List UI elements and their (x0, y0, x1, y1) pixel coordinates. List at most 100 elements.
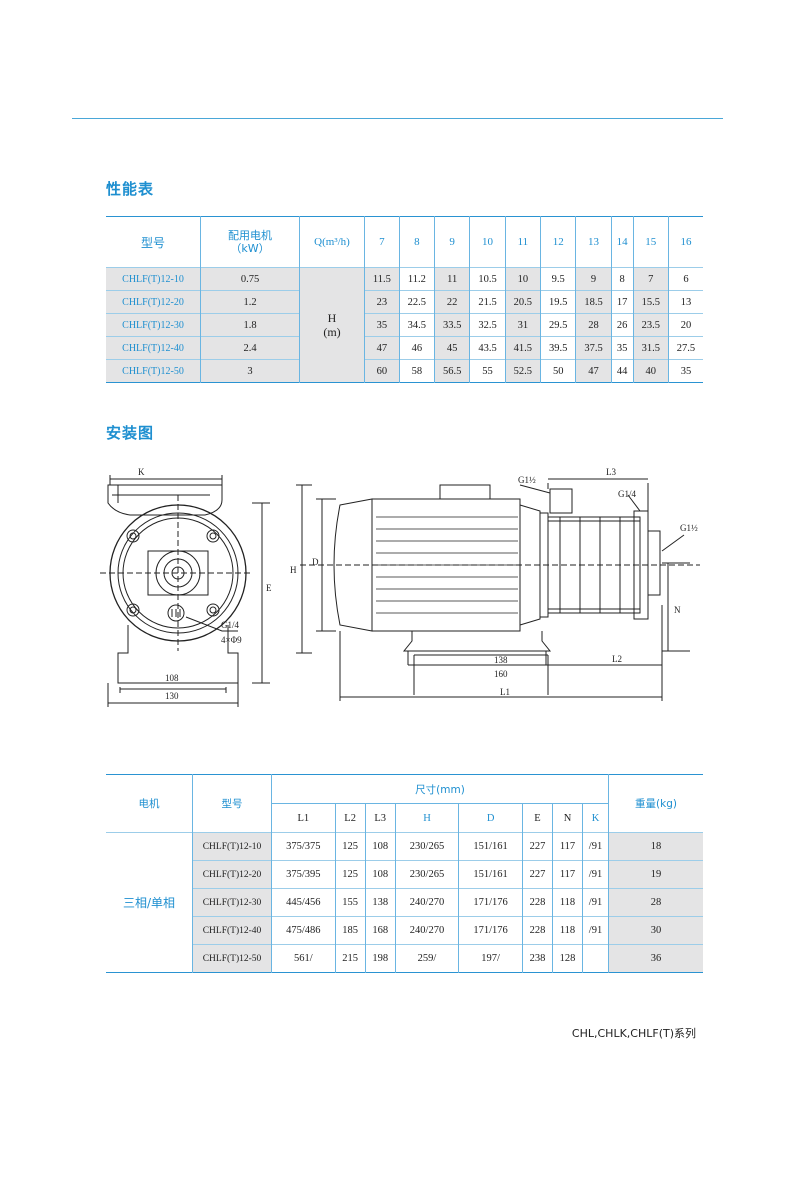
dim-l2: 125 (334, 832, 366, 861)
head-value: 11 (433, 267, 470, 291)
dim-e: 227 (521, 832, 553, 861)
row-model: CHLF(T)12-40 (192, 916, 272, 945)
sub-header-e: E (521, 803, 553, 833)
flow-16: 16 (667, 216, 703, 268)
label-d: D (312, 557, 319, 567)
head-value: 18.5 (575, 290, 612, 314)
head-value: 35 (364, 313, 400, 337)
head-value: 33.5 (433, 313, 470, 337)
head-value: 34.5 (398, 313, 435, 337)
installation-drawing: K E G1/4 4×Φ9 108 130 H D G1½ (100, 467, 700, 707)
dim-l3: 108 (364, 860, 396, 889)
header-motor: 电机 (138, 798, 160, 810)
flow-7: 7 (364, 216, 400, 268)
head-value: 20 (667, 313, 703, 337)
dim-k: /91 (582, 860, 609, 889)
phase-label: 三相/单相 (106, 832, 193, 973)
dim-e: 238 (521, 944, 553, 973)
flow-11: 11 (504, 216, 541, 268)
label-k: K (138, 467, 145, 477)
header-size: 尺寸(mm) (271, 774, 609, 804)
dim-d: 151/161 (458, 832, 523, 861)
head-value: 31.5 (632, 336, 669, 360)
label-holes: 4×Φ9 (221, 635, 242, 645)
dim-n: 118 (551, 916, 583, 945)
head-value: 46 (398, 336, 435, 360)
head-value: 47 (575, 359, 612, 383)
head-value: 52.5 (504, 359, 541, 383)
row-weight: 18 (608, 832, 703, 861)
label-138: 138 (494, 655, 508, 665)
flow-14: 14 (610, 216, 634, 268)
head-value: 44 (610, 359, 634, 383)
dimension-table: 电机 型号 尺寸(mm) 重量(kg) L1 L2 L3 H D E N K 三… (106, 774, 703, 973)
label-l3: L3 (606, 467, 616, 477)
dim-l3: 108 (364, 832, 396, 861)
label-l1: L1 (500, 687, 510, 697)
header-model: 型号 (192, 774, 272, 833)
head-value: 50 (540, 359, 576, 383)
row-weight: 30 (608, 916, 703, 945)
row-model: CHLF(T)12-50 (106, 359, 201, 383)
row-weight: 28 (608, 888, 703, 917)
head-value: 13 (667, 290, 703, 314)
head-value: 8 (610, 267, 634, 291)
label-g112-top: G1½ (518, 475, 536, 485)
label-e: E (266, 583, 272, 593)
sub-header-l2: L2 (334, 803, 366, 833)
row-model: CHLF(T)12-20 (106, 290, 201, 314)
head-value: 39.5 (540, 336, 576, 360)
head-value: 11.5 (364, 267, 400, 291)
head-value: 58 (398, 359, 435, 383)
head-value: 7 (632, 267, 669, 291)
head-value: 22.5 (398, 290, 435, 314)
header-flow: Q(m³/h) (299, 216, 365, 268)
dim-l1: 375/375 (271, 832, 336, 861)
sub-header-h: H (394, 803, 459, 833)
head-value: 9.5 (540, 267, 576, 291)
head-value: 15.5 (632, 290, 669, 314)
head-value: 9 (575, 267, 612, 291)
header-model: 型号 (140, 235, 165, 250)
head-value: 19.5 (540, 290, 576, 314)
row-model: CHLF(T)12-40 (106, 336, 201, 360)
sub-header-k: K (582, 803, 609, 833)
dim-k: /91 (582, 832, 609, 861)
row-power: 2.4 (200, 336, 300, 360)
row-model: CHLF(T)12-50 (192, 944, 272, 973)
header-motor: 配用电机 （kW） (200, 216, 300, 268)
header-weight: 重量(kg) (608, 774, 703, 833)
dim-n: 117 (551, 860, 583, 889)
sub-header-d: D (458, 803, 523, 833)
sub-header-l3: L3 (364, 803, 396, 833)
row-power: 0.75 (200, 267, 300, 291)
row-power: 1.2 (200, 290, 300, 314)
label-108: 108 (165, 673, 179, 683)
head-value: 31 (504, 313, 541, 337)
dim-h: 240/270 (394, 888, 459, 917)
head-value: 22 (433, 290, 470, 314)
head-value: 23 (364, 290, 400, 314)
sub-header-l1: L1 (271, 803, 336, 833)
head-value: 26 (610, 313, 634, 337)
dim-l2: 215 (334, 944, 366, 973)
dim-h: 230/265 (394, 832, 459, 861)
head-value: 29.5 (540, 313, 576, 337)
row-model: CHLF(T)12-10 (106, 267, 201, 291)
head-value: 20.5 (504, 290, 541, 314)
dim-d: 171/176 (458, 916, 523, 945)
label-g14-right: G1/4 (618, 489, 637, 499)
dim-l1: 561/ (271, 944, 336, 973)
dim-d: 197/ (458, 944, 523, 973)
flow-15: 15 (632, 216, 669, 268)
head-value: 47 (364, 336, 400, 360)
footer-series: CHL,CHLK,CHLF(T)系列 (571, 1027, 696, 1040)
dim-e: 228 (521, 888, 553, 917)
label-g112-right: G1½ (680, 523, 698, 533)
dim-k: /91 (582, 888, 609, 917)
